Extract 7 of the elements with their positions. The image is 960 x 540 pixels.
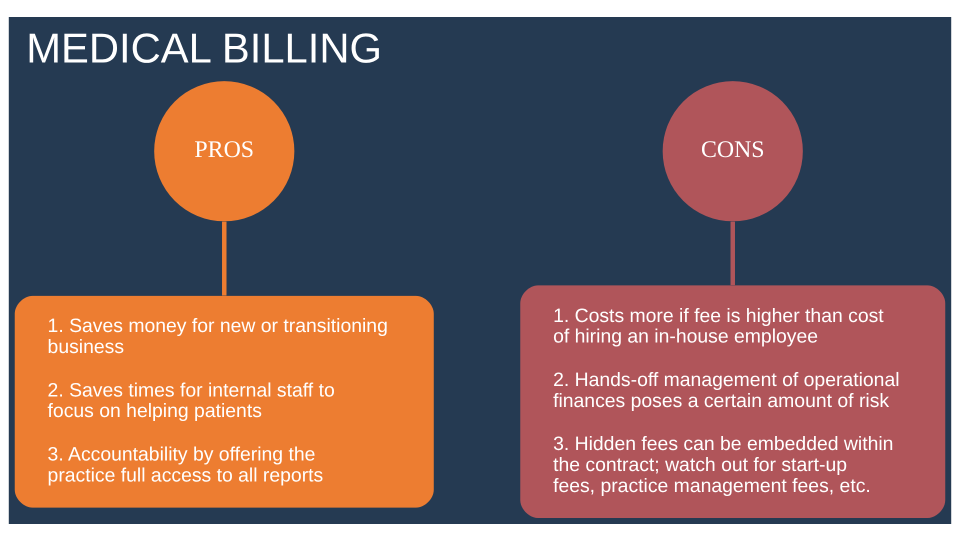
- node-circle: CONS: [662, 80, 803, 221]
- connector: [730, 221, 735, 285]
- node-box: 1. Saves money for new or transitioning business 2. Saves times for internal staff to focus on helping patients 3. Accountability by offering the practice full access to all reports: [14, 295, 434, 508]
- connector: [222, 221, 226, 296]
- node-box: 1. Costs more if fee is higher than cost of hiring an in-house employee 2. Hands-off management of operational finances poses a certain amount of risk 3. Hidden fees can be embedded within the contract; watch out for start-up fees, practice management fees, etc.: [520, 284, 946, 518]
- diagram-title: MEDICAL BILLING: [26, 24, 382, 71]
- node-circle: PROS: [154, 80, 294, 221]
